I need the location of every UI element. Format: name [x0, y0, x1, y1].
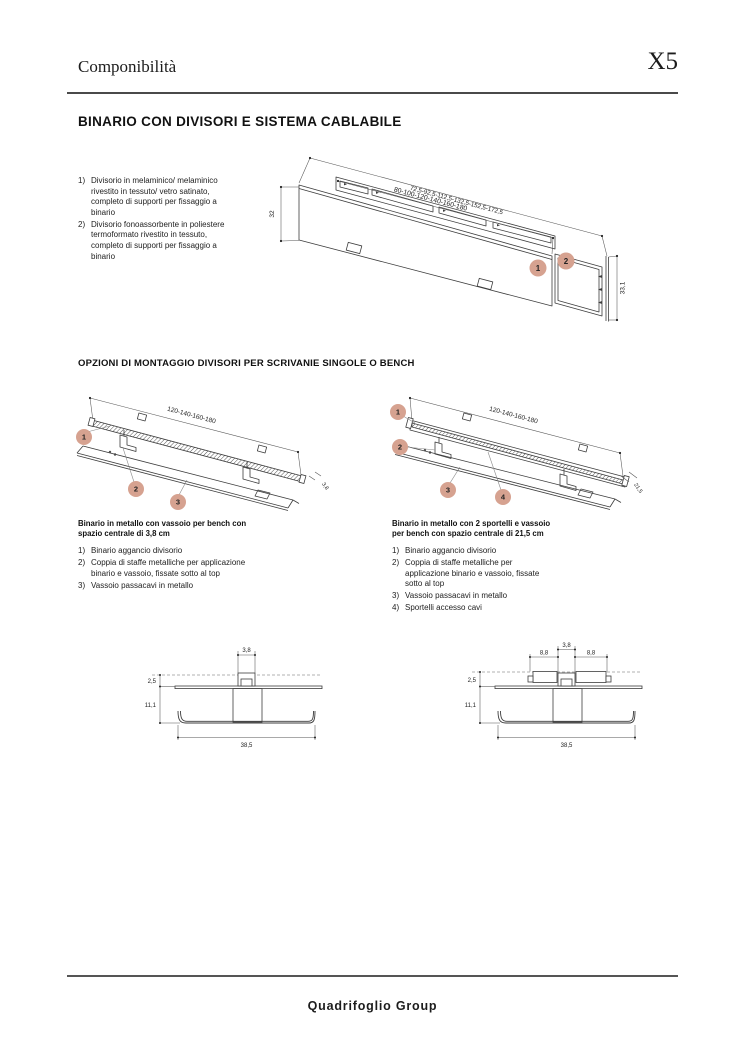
legend-item-number: 3)	[392, 591, 400, 601]
dim-height-right: 33,1	[620, 281, 627, 294]
legend-item-text: Vassoio passacavi in metallo	[91, 580, 194, 590]
dim-offset: 2,5	[468, 678, 477, 684]
legend-item: 1) Binario aggancio divisorio	[392, 546, 548, 557]
legend-item-text: Coppia di staffe metalliche per applicaz…	[405, 558, 540, 589]
dim-depth: 11,1	[465, 703, 477, 709]
legend-item-number: 2)	[78, 558, 86, 568]
dim-flap-left: 8,8	[540, 651, 549, 657]
badge-label: 3	[446, 486, 450, 495]
caption-vassoio: Binario in metallo con vassoio per bench…	[78, 519, 247, 538]
legend-sportelli: 1) Binario aggancio divisorio 2) Coppia …	[392, 546, 548, 616]
badge-label: 1	[82, 433, 86, 442]
badge-label: 1	[536, 264, 541, 273]
badge-sportelli: 4	[495, 489, 511, 505]
legend-item: 4) Sportelli accesso cavi	[392, 603, 548, 614]
legend-item-number: 1)	[392, 546, 400, 555]
caption-sportelli: Binario in metallo con 2 sportelli e vas…	[392, 519, 551, 538]
bench-drawing-vassoio: 120-140-160-180 3,8	[76, 396, 329, 511]
badge-label: 3	[176, 498, 180, 507]
badge-divisorio-2: 2	[557, 252, 575, 270]
legend-item-text: Coppia di staffe metalliche per applicaz…	[91, 558, 246, 578]
badge-label: 2	[134, 485, 138, 494]
legend-item-text: Binario aggancio divisorio	[91, 546, 183, 555]
dim-depth: 11,1	[145, 703, 157, 709]
binario-isometric-drawing: 72,5-92,5-112,5-132,5-152,5-172,5 80-100…	[269, 156, 627, 322]
badge-staffe: 2	[392, 439, 408, 455]
dim-width: 38,5	[561, 743, 573, 749]
dim-gap: 3,8	[242, 648, 251, 654]
legend-item: 1) Binario aggancio divisorio	[78, 546, 256, 557]
legend-item: 2) Divisorio fonoassorbente in poliester…	[78, 220, 236, 262]
dim-height-left: 32	[269, 210, 276, 218]
dim-length: 120-140-160-180	[166, 406, 216, 426]
legend-item-text: Divisorio in melaminico/ melaminico rive…	[91, 176, 218, 217]
badge-divisorio-1: 1	[529, 259, 547, 277]
dim-gap: 3,8	[320, 482, 329, 492]
dim-length: 120-140-160-180	[488, 406, 538, 426]
legend-item-number: 2)	[392, 558, 400, 568]
legend-item-number: 4)	[392, 603, 400, 613]
dim-gap: 3,8	[562, 643, 571, 649]
badge-vassoio: 3	[440, 482, 456, 498]
badge-vassoio: 3	[170, 494, 186, 510]
legend-item-text: Sportelli accesso cavi	[405, 603, 482, 613]
brand-logo-text: Quadrifoglio Group	[307, 999, 438, 1013]
dim-width: 38,5	[241, 743, 253, 749]
legend-item-number: 1)	[78, 176, 86, 185]
binario-legend: 1) Divisorio in melaminico/ melaminico r…	[78, 176, 236, 264]
cross-section-vassoio: 3,8 2,5 11,1 38,5	[145, 648, 323, 749]
bench-drawing-sportelli: 120-140-160-180 2	[390, 396, 643, 510]
badge-label: 4	[501, 493, 506, 502]
breadcrumb: Componibilità	[78, 57, 177, 76]
footer-rule	[67, 975, 678, 977]
page-code: X5	[647, 48, 678, 75]
dim-gap: 21,5	[632, 482, 643, 494]
legend-item: 2) Coppia di staffe metalliche per appli…	[78, 558, 256, 579]
legend-item-number: 2)	[78, 219, 86, 229]
badge-staffe: 2	[128, 481, 144, 497]
legend-item: 2) Coppia di staffe metalliche per appli…	[392, 558, 548, 590]
badge-label: 1	[396, 408, 400, 417]
section-title-opzioni: OPZIONI DI MONTAGGIO DIVISORI PER SCRIVA…	[78, 358, 415, 369]
legend-vassoio: 1) Binario aggancio divisorio 2) Coppia …	[78, 546, 256, 593]
page-title: BINARIO CON DIVISORI E SISTEMA CABLABILE	[78, 114, 402, 129]
header-rule	[67, 92, 678, 94]
legend-item-number: 1)	[78, 546, 86, 555]
legend-item: 3) Vassoio passacavi in metallo	[392, 591, 548, 602]
legend-item-text: Binario aggancio divisorio	[405, 546, 497, 555]
legend-item: 3) Vassoio passacavi in metallo	[78, 581, 256, 592]
badge-label: 2	[564, 257, 569, 266]
legend-item-number: 3)	[78, 580, 86, 590]
legend-item: 1) Divisorio in melaminico/ melaminico r…	[78, 176, 236, 218]
cross-section-sportelli: 3,8 8,8 8,8 2,5 11,1 38,5	[465, 643, 643, 749]
dim-offset: 2,5	[148, 679, 157, 685]
badge-binario: 1	[76, 429, 92, 445]
badge-label: 2	[398, 443, 402, 452]
legend-item-text: Divisorio fonoassorbente in poliestere t…	[91, 219, 225, 261]
dim-flap-right: 8,8	[587, 651, 596, 657]
legend-item-text: Vassoio passacavi in metallo	[405, 591, 508, 601]
badge-binario: 1	[390, 404, 406, 420]
